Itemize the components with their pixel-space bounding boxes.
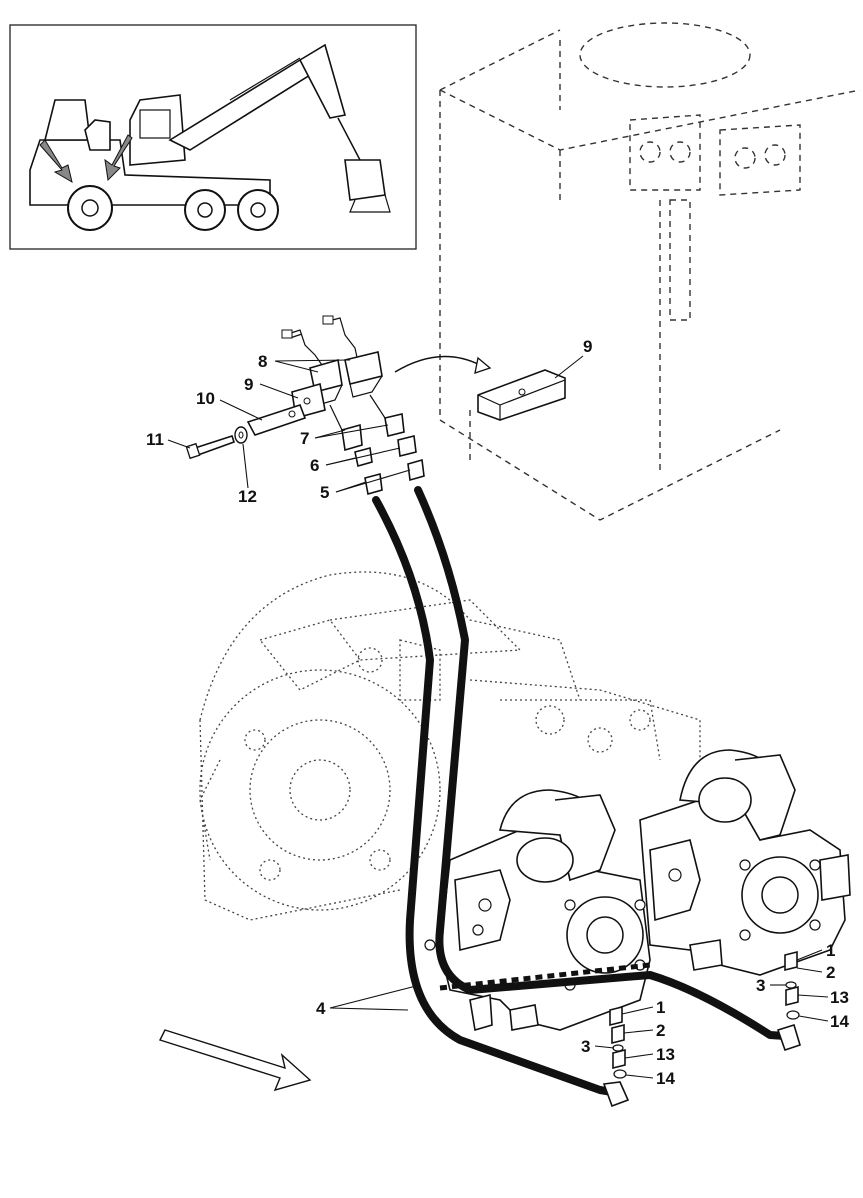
callout-8: 8: [258, 352, 267, 371]
callout-10: 10: [196, 389, 215, 408]
callout-5: 5: [320, 483, 329, 502]
hydraulic-pump-rear: [639, 749, 851, 976]
callout-13-rear: 13: [830, 988, 849, 1007]
callout-3-front: 3: [581, 1037, 590, 1056]
callout-14-rear: 14: [830, 1012, 849, 1031]
valve-block-right: [477, 369, 566, 421]
callout-4: 4: [316, 999, 326, 1018]
callout-1-front: 1: [656, 998, 665, 1017]
callout-1-rear: 1: [826, 941, 835, 960]
callout-6: 6: [310, 456, 319, 475]
callout-7: 7: [300, 429, 309, 448]
machine-overview-inset: [9, 24, 417, 250]
callout-14-front: 14: [656, 1069, 675, 1088]
callout-labels: 8 9 10 11 12 7 6 5 9 4 1 2 3 13 14 1 2 3…: [146, 337, 849, 1088]
leader-lines: [167, 355, 829, 1079]
callout-2-front: 2: [656, 1021, 665, 1040]
forestry-machine-illustration: [29, 43, 391, 231]
callout-12: 12: [238, 487, 257, 506]
transmission-phantom: [199, 571, 701, 921]
callout-3-rear: 3: [756, 976, 765, 995]
hydraulic-hose-4: [372, 486, 801, 1108]
fitting-stack-rear: [784, 950, 800, 1020]
callout-9-left: 9: [244, 375, 253, 394]
callout-9-right: 9: [583, 337, 592, 356]
callout-13-front: 13: [656, 1045, 675, 1064]
solenoid-valve-assembly: [185, 315, 425, 496]
fitting-stack-front: [609, 1005, 627, 1079]
callout-2-rear: 2: [826, 963, 835, 982]
direction-arrow: [159, 1029, 312, 1092]
cab-structure-phantom: [439, 22, 861, 521]
hydraulic-pump-front: [424, 789, 651, 1032]
relocation-arrow: [394, 355, 492, 374]
callout-11: 11: [146, 430, 164, 449]
